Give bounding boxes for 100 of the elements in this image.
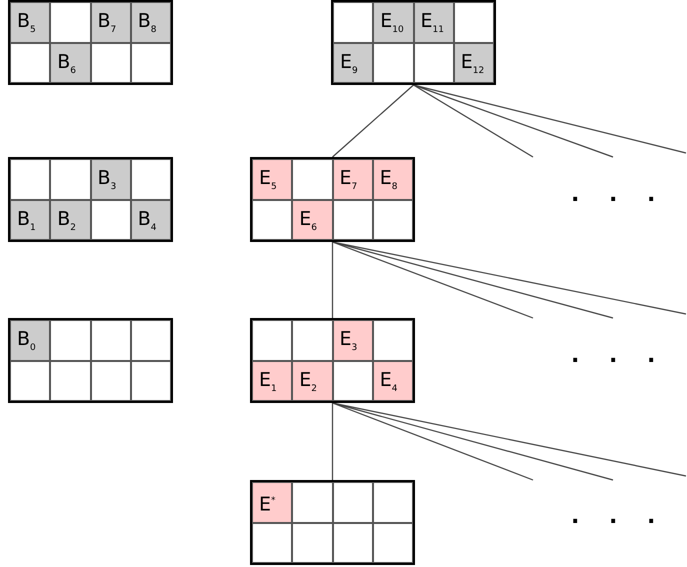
cell-label: B$_{0}$ bbox=[17, 328, 36, 355]
grid-cell bbox=[10, 200, 50, 240]
cell-label: E$^{*}$ bbox=[259, 492, 276, 516]
grid-cell bbox=[252, 159, 292, 200]
cell-label: E$_{1}$ bbox=[259, 368, 277, 396]
connector-line bbox=[332, 241, 686, 315]
grid-cell bbox=[292, 482, 332, 522]
cell-label: B$_{1}$ bbox=[17, 208, 36, 234]
cell-label: E$_{9}$ bbox=[340, 50, 358, 78]
grid-table bbox=[8, 157, 173, 242]
cell-label: B$_{3}$ bbox=[98, 167, 116, 194]
grid-table bbox=[331, 0, 496, 85]
cell-label: E$_{12}$ bbox=[460, 50, 484, 78]
cell-label: B$_{8}$ bbox=[138, 10, 157, 37]
grid-cell bbox=[50, 200, 90, 240]
grid-cell bbox=[372, 522, 413, 563]
grid-cell bbox=[252, 482, 292, 522]
grid-cell bbox=[90, 42, 131, 83]
grid-cell bbox=[10, 2, 50, 42]
grid-cell bbox=[292, 360, 332, 401]
cell-label: E$_{2}$ bbox=[299, 368, 317, 396]
grid-cell bbox=[130, 200, 171, 240]
cell-label: B$_{4}$ bbox=[138, 208, 157, 234]
grid-cell bbox=[332, 482, 373, 522]
connector-line bbox=[332, 403, 334, 480]
grid-cell bbox=[50, 360, 90, 401]
grid-cell bbox=[372, 482, 413, 522]
grid-cell bbox=[292, 159, 332, 200]
grid-cell bbox=[130, 159, 171, 200]
grid-cell bbox=[372, 200, 413, 240]
ellipsis-label: . . . bbox=[571, 184, 656, 206]
grid-table bbox=[250, 480, 415, 565]
connector-line bbox=[332, 241, 534, 319]
cell-label: E$_{8}$ bbox=[380, 167, 398, 194]
grid-cell bbox=[372, 320, 413, 360]
grid-cell bbox=[332, 320, 373, 360]
grid-cell bbox=[90, 200, 131, 240]
ellipsis-label: . . . bbox=[571, 506, 656, 528]
ellipsis-label: . . . bbox=[571, 345, 656, 367]
grid-cell bbox=[372, 360, 413, 401]
cell-label: B$_{5}$ bbox=[17, 10, 36, 37]
grid-cell bbox=[333, 42, 374, 83]
grid-table bbox=[250, 318, 415, 403]
grid-cell bbox=[130, 320, 171, 360]
grid-cell bbox=[90, 360, 131, 401]
grid-cell bbox=[373, 2, 414, 42]
cell-label: E$_{11}$ bbox=[420, 10, 444, 37]
connector-line bbox=[332, 84, 414, 158]
cell-label: E$_{6}$ bbox=[299, 208, 317, 234]
cell-label: B$_{6}$ bbox=[57, 50, 76, 78]
grid-cell bbox=[252, 522, 292, 563]
grid-cell bbox=[10, 320, 50, 360]
grid-cell bbox=[454, 2, 494, 42]
grid-cell bbox=[90, 159, 131, 200]
connector-line bbox=[332, 402, 614, 481]
grid-cell bbox=[50, 159, 90, 200]
grid-table bbox=[8, 0, 173, 85]
grid-cell bbox=[252, 200, 292, 240]
grid-cell bbox=[332, 360, 373, 401]
grid-cell bbox=[332, 159, 373, 200]
grid-cell bbox=[332, 522, 373, 563]
grid-cell bbox=[10, 159, 50, 200]
connector-line bbox=[413, 84, 534, 158]
grid-cell bbox=[414, 2, 454, 42]
grid-cell bbox=[10, 42, 50, 83]
grid-table bbox=[250, 157, 415, 242]
grid-cell bbox=[292, 320, 332, 360]
grid-cell bbox=[50, 320, 90, 360]
cell-label: E$_{5}$ bbox=[259, 167, 277, 194]
grid-cell bbox=[50, 42, 90, 83]
cell-label: B$_{7}$ bbox=[98, 10, 116, 37]
grid-cell bbox=[90, 2, 131, 42]
grid-cell bbox=[332, 200, 373, 240]
grid-cell bbox=[373, 42, 414, 83]
cell-label: E$_{7}$ bbox=[340, 167, 358, 194]
grid-cell bbox=[252, 360, 292, 401]
cell-label: E$_{4}$ bbox=[380, 368, 398, 396]
grid-cell bbox=[414, 42, 454, 83]
grid-cell bbox=[252, 320, 292, 360]
connector-line bbox=[332, 242, 334, 318]
cell-label: B$_{2}$ bbox=[57, 208, 76, 234]
cell-label: E$_{10}$ bbox=[380, 10, 404, 37]
grid-table bbox=[8, 318, 173, 403]
grid-cell bbox=[130, 42, 171, 83]
connector-line bbox=[332, 241, 614, 319]
cell-label: E$_{3}$ bbox=[340, 328, 358, 355]
connector-line bbox=[332, 402, 534, 481]
connector-line bbox=[332, 402, 686, 477]
grid-cell bbox=[292, 200, 332, 240]
grid-cell bbox=[90, 320, 131, 360]
grid-cell bbox=[130, 2, 171, 42]
grid-cell bbox=[130, 360, 171, 401]
grid-cell bbox=[292, 522, 332, 563]
connector-line bbox=[413, 84, 614, 158]
connector-line bbox=[413, 84, 686, 154]
grid-cell bbox=[454, 42, 494, 83]
grid-cell bbox=[10, 360, 50, 401]
grid-cell bbox=[50, 2, 90, 42]
grid-cell bbox=[372, 159, 413, 200]
grid-cell bbox=[333, 2, 374, 42]
